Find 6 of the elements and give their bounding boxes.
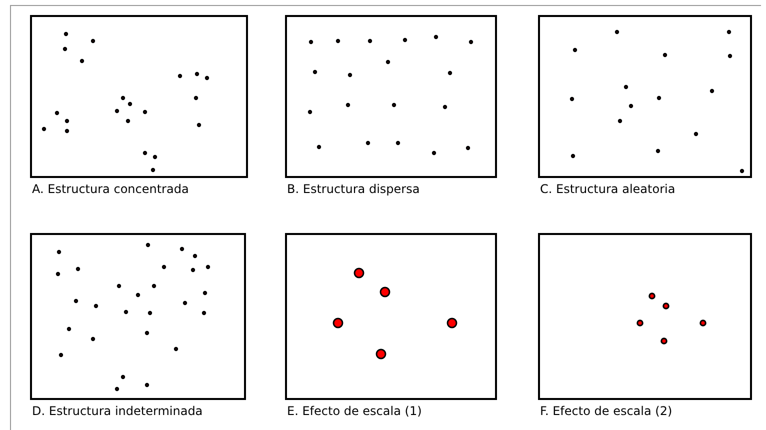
panel-caption: D. Estructura indeterminada bbox=[32, 404, 203, 418]
panel-caption: B. Estructura dispersa bbox=[287, 182, 420, 196]
panel-caption: A. Estructura concentrada bbox=[32, 182, 189, 196]
panel-caption: E. Efecto de escala (1) bbox=[287, 404, 422, 418]
panel-caption: C. Estructura aleatoria bbox=[540, 182, 676, 196]
panel-caption: F. Efecto de escala (2) bbox=[540, 404, 672, 418]
